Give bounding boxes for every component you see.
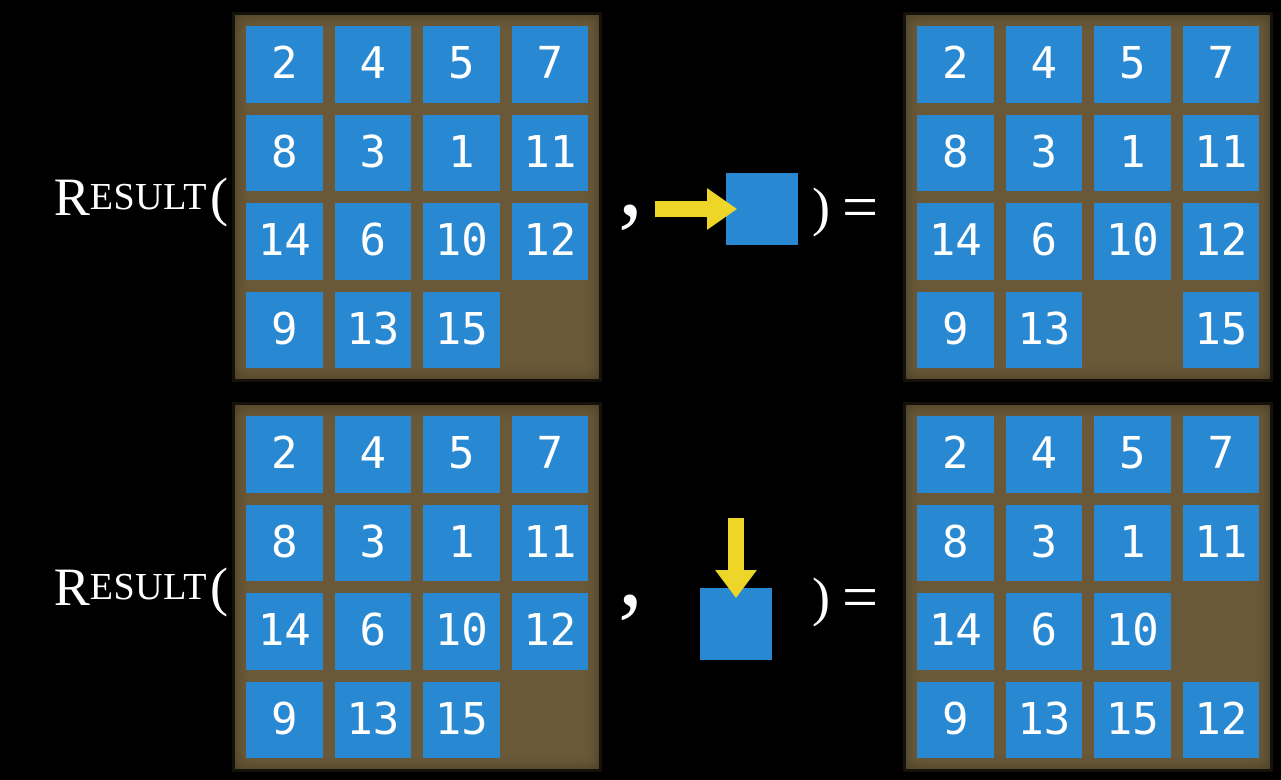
close-paren: ) bbox=[812, 177, 830, 237]
puzzle-tile: 11 bbox=[511, 504, 588, 581]
puzzle-tile: 13 bbox=[334, 681, 411, 758]
puzzle-tile: 3 bbox=[334, 504, 411, 581]
puzzle-tile: 14 bbox=[246, 203, 323, 280]
puzzle-tile: 7 bbox=[1182, 26, 1259, 103]
puzzle-tile: 5 bbox=[1094, 26, 1171, 103]
open-paren: ( bbox=[210, 167, 228, 227]
blank-space bbox=[1183, 593, 1260, 670]
puzzle-tile: 14 bbox=[917, 593, 994, 670]
puzzle-tile: 10 bbox=[423, 593, 500, 670]
puzzle-tile: 5 bbox=[423, 416, 500, 493]
puzzle-tile: 6 bbox=[334, 203, 411, 280]
function-name-rest: ESULT bbox=[89, 176, 208, 218]
equals-sign: = bbox=[841, 171, 879, 242]
puzzle-tile: 2 bbox=[246, 416, 323, 493]
puzzle-tile: 14 bbox=[917, 203, 994, 280]
puzzle-tile: 5 bbox=[1094, 416, 1171, 493]
puzzle-tile: 11 bbox=[511, 114, 588, 191]
puzzle-tile: 4 bbox=[334, 416, 411, 493]
puzzle-tile: 10 bbox=[1094, 593, 1171, 670]
blank-space bbox=[1094, 292, 1171, 369]
function-name-initial: R bbox=[53, 557, 90, 617]
puzzle-tile: 2 bbox=[246, 26, 323, 103]
open-paren: ( bbox=[210, 557, 228, 617]
puzzle-tile: 6 bbox=[1005, 593, 1082, 670]
puzzle-tile: 9 bbox=[246, 291, 323, 368]
puzzle-tile: 12 bbox=[511, 593, 588, 670]
puzzle-tile: 4 bbox=[1005, 416, 1082, 493]
puzzle-tile: 13 bbox=[1005, 681, 1082, 758]
puzzle-tile: 11 bbox=[1182, 504, 1259, 581]
puzzle-tile: 1 bbox=[423, 504, 500, 581]
function-name-initial: R bbox=[53, 167, 90, 227]
function-name-rest: ESULT bbox=[89, 566, 208, 608]
puzzle-tile: 2 bbox=[917, 416, 994, 493]
puzzle-tile: 15 bbox=[423, 291, 500, 368]
puzzle-tile: 10 bbox=[423, 203, 500, 280]
middle-section-2: , ) = bbox=[602, 402, 903, 772]
puzzle-tile: 9 bbox=[917, 681, 994, 758]
puzzle-tile: 8 bbox=[917, 504, 994, 581]
blank-space bbox=[512, 682, 589, 759]
puzzle-tile: 12 bbox=[1182, 203, 1259, 280]
puzzle-tile: 6 bbox=[334, 593, 411, 670]
puzzle-tile: 14 bbox=[246, 593, 323, 670]
puzzle-tile: 9 bbox=[917, 291, 994, 368]
puzzle-tile: 15 bbox=[1182, 291, 1259, 368]
puzzle-tile: 3 bbox=[334, 114, 411, 191]
puzzle-tile: 1 bbox=[1094, 504, 1171, 581]
puzzle-tile: 7 bbox=[511, 26, 588, 103]
puzzle-tile: 10 bbox=[1094, 203, 1171, 280]
puzzle-tile: 15 bbox=[1094, 681, 1171, 758]
puzzle-tile: 8 bbox=[246, 504, 323, 581]
puzzle-tile: 15 bbox=[423, 681, 500, 758]
puzzle-tile: 13 bbox=[1005, 291, 1082, 368]
move-right-action-icon bbox=[655, 24, 798, 394]
puzzle-tile: 4 bbox=[334, 26, 411, 103]
move-down-action-icon bbox=[700, 404, 772, 774]
close-paren-equals-group: ) = bbox=[812, 22, 878, 392]
comma: , bbox=[618, 516, 643, 627]
equals-sign: = bbox=[841, 561, 879, 632]
puzzle-tile: 5 bbox=[423, 26, 500, 103]
puzzle-tile: 1 bbox=[1094, 114, 1171, 191]
comma: , bbox=[618, 126, 643, 237]
puzzle-tile: 11 bbox=[1182, 114, 1259, 191]
down-arrow-icon bbox=[715, 518, 757, 598]
puzzle-tile: 4 bbox=[1005, 26, 1082, 103]
close-paren-equals-group: ) = bbox=[812, 412, 878, 780]
puzzle-tile: 3 bbox=[1005, 504, 1082, 581]
puzzle-tile: 12 bbox=[1182, 681, 1259, 758]
blank-tile-icon bbox=[726, 173, 798, 245]
puzzle-tile: 8 bbox=[246, 114, 323, 191]
blank-tile-icon bbox=[700, 588, 772, 660]
puzzle-tile: 12 bbox=[511, 203, 588, 280]
middle-section-1: , ) = bbox=[602, 12, 903, 382]
puzzle-tile: 7 bbox=[511, 416, 588, 493]
puzzle-tile: 13 bbox=[334, 291, 411, 368]
right-arrow-icon bbox=[655, 188, 737, 230]
puzzle-tile: 7 bbox=[1182, 416, 1259, 493]
close-paren: ) bbox=[812, 567, 830, 627]
puzzle-tile: 2 bbox=[917, 26, 994, 103]
puzzle-tile: 8 bbox=[917, 114, 994, 191]
puzzle-tile: 3 bbox=[1005, 114, 1082, 191]
puzzle-tile: 6 bbox=[1005, 203, 1082, 280]
blank-space bbox=[512, 292, 589, 369]
puzzle-tile: 9 bbox=[246, 681, 323, 758]
puzzle-tile: 1 bbox=[423, 114, 500, 191]
